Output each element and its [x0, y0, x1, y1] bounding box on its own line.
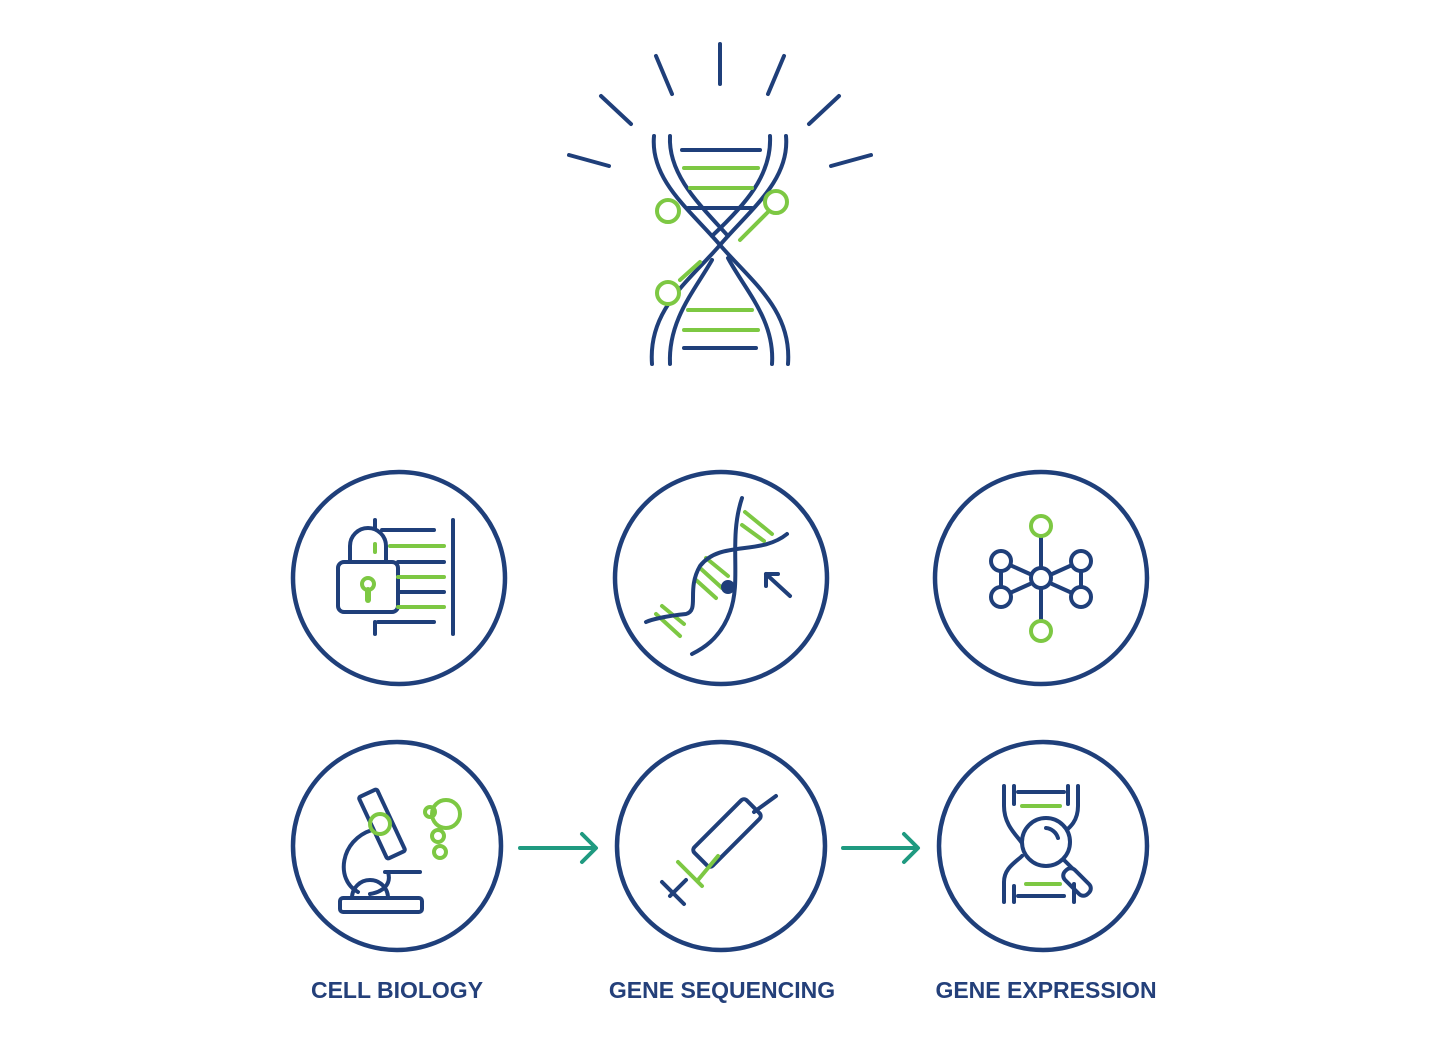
- microscope-icon: [290, 739, 504, 953]
- syringe-icon: [614, 739, 828, 953]
- label-gene-expression: GENE EXPRESSION: [935, 977, 1156, 1003]
- arrow-right-icon: [841, 832, 920, 864]
- workflow-step-gene-sequencing: GENE SEQUENCING: [609, 739, 835, 1003]
- burst-rays: [567, 42, 873, 168]
- dna-helix-icon: [567, 42, 873, 366]
- workflow-step-gene-expression: GENE EXPRESSION: [935, 739, 1157, 1003]
- lock-data-icon: [290, 469, 508, 687]
- dna-magnifier-icon: [936, 739, 1150, 953]
- dna-strand-pointer-icon: [612, 469, 830, 687]
- molecule-network-icon: [932, 469, 1150, 687]
- label-gene-sequencing: GENE SEQUENCING: [609, 977, 835, 1003]
- label-cell-biology: CELL BIOLOGY: [311, 977, 483, 1003]
- arrow-right-icon: [518, 832, 598, 864]
- workflow-step-cell-biology: CELL BIOLOGY: [290, 739, 504, 1003]
